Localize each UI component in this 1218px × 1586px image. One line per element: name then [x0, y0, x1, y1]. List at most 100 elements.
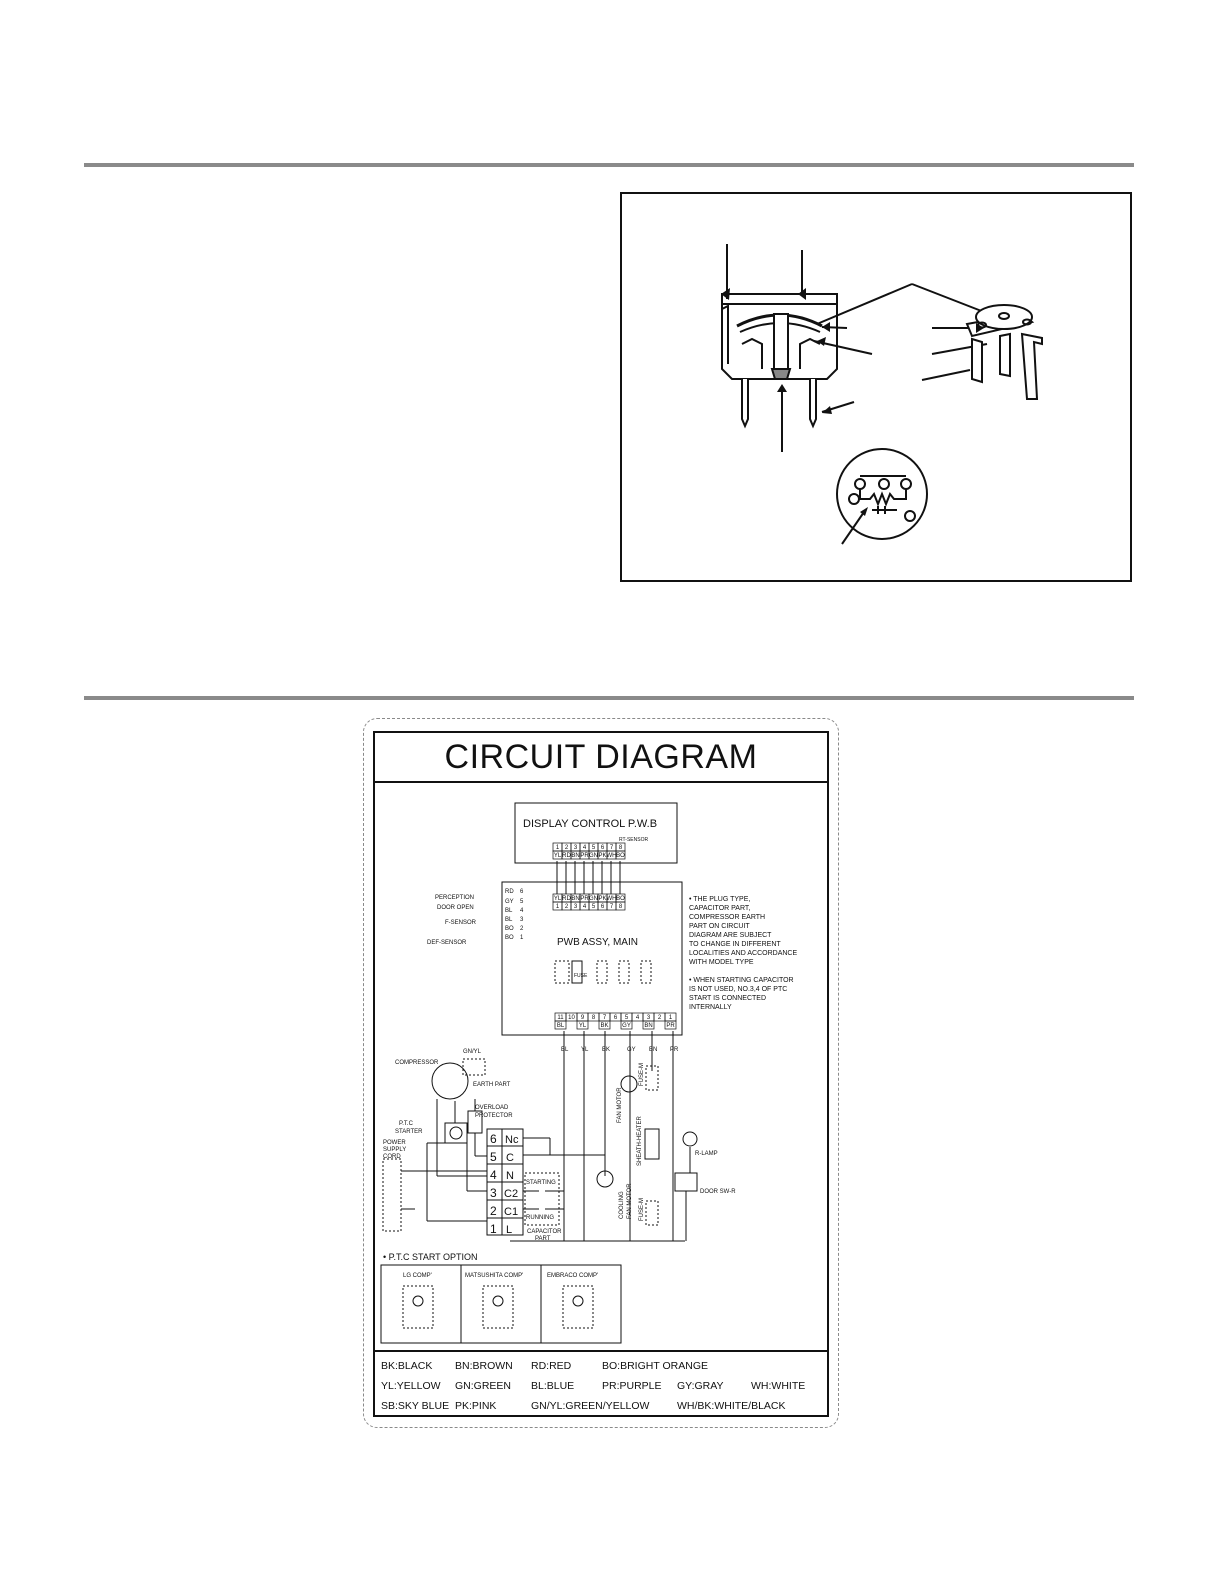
out-color-0-cell [554, 1020, 567, 1030]
fuse-m-label-top: FUSE-M [639, 1063, 645, 1086]
fuse-m-label-bottom: FUSE-M [639, 1198, 645, 1221]
ptc-starter-figure [620, 192, 1132, 582]
display-color-1: RD [562, 853, 571, 859]
terminal-num-5: 5 [490, 1150, 497, 1164]
out-pin-1: 1 [669, 1015, 673, 1021]
display-pin-3: 3 [574, 845, 578, 851]
sensor-pin-3: 3 [520, 917, 524, 923]
main-color-3: PR [580, 896, 589, 902]
sensor-pin-0: 6 [520, 889, 524, 895]
out-pin-9: 9 [581, 1015, 585, 1021]
display-color-4: GN [589, 853, 598, 859]
sensor-pin-2: 4 [520, 908, 524, 914]
terminal-letter-n: N [506, 1170, 514, 1182]
legend-bn: BN:BROWN [455, 1360, 513, 1372]
legend-whbk: WH/BK:WHITE/BLACK [677, 1400, 786, 1412]
power-cord-label-2: SUPPLY [383, 1147, 406, 1153]
ptc-option-matsushita: MATSUSHITA COMP' [465, 1273, 523, 1279]
sensor-color-5: BO [505, 935, 514, 941]
note-line-8: WITH MODEL TYPE [689, 959, 754, 966]
note-line-13: INTERNALLY [689, 1004, 732, 1011]
main-color-5: PK [598, 896, 606, 902]
terminal-letter-c2: C2 [504, 1188, 518, 1200]
legend-yl: YL:YELLOW [381, 1380, 441, 1392]
cooling-fan-label-1: COOLING [619, 1191, 625, 1219]
terminal-num-6: 6 [490, 1132, 497, 1146]
out-pin-6: 6 [614, 1015, 618, 1021]
ptc-starter-drawing [721, 244, 1043, 545]
legend-wh: WH:WHITE [751, 1380, 806, 1392]
display-pin-8: 8 [619, 845, 623, 851]
circuit-text: DISPLAY CONTROL P.W.B RT-SENSOR PWB ASSY… [383, 818, 797, 1279]
sensor-f-sensor: F-SENSOR [445, 920, 477, 926]
out-color-1: YL [579, 1023, 587, 1029]
power-cord-label-1: POWER [383, 1140, 406, 1146]
note-line-2: CAPACITOR PART, [689, 905, 750, 912]
main-pin-5: 5 [592, 904, 596, 910]
out-color-1-cell [576, 1020, 589, 1030]
out-color-4: BN [644, 1023, 652, 1029]
wire-label-pr: PR [670, 1047, 679, 1053]
legend-pk: PK:PINK [455, 1400, 497, 1412]
display-color-2: BN [571, 853, 579, 859]
display-color-7-cell [615, 850, 626, 860]
main-pin-4: 4 [583, 904, 587, 910]
sensor-door-open: DOOR OPEN [437, 905, 474, 911]
ptc-option-embraco: EMBRACO COMP' [547, 1273, 598, 1279]
terminal-num-4: 4 [490, 1168, 497, 1182]
section-rule-bottom [84, 696, 1134, 700]
out-pin-8: 8 [592, 1015, 596, 1021]
sensor-pin-4: 2 [520, 926, 524, 932]
out-color-2-cell [598, 1020, 611, 1030]
main-pwb-label: PWB ASSY, MAIN [557, 937, 638, 948]
main-pin-8: 8 [619, 904, 623, 910]
note-line-10: • WHEN STARTING CAPACITOR [689, 977, 794, 984]
gnyl-label: GN/YL [463, 1049, 482, 1055]
display-pin-4: 4 [583, 845, 587, 851]
terminal-num-2: 2 [490, 1204, 497, 1218]
sensor-color-1: GY [505, 899, 514, 905]
earth-part-label: EARTH PART [473, 1082, 511, 1088]
legend-gn: GN:GREEN [455, 1380, 512, 1392]
door-sw-label: DOOR SW-R [700, 1189, 736, 1195]
power-cord-label-3: CORD [383, 1154, 401, 1160]
out-color-3: GY [622, 1023, 631, 1029]
starting-label: STARTING [526, 1180, 556, 1186]
out-color-2: BK [600, 1023, 608, 1029]
ptc-starter-label-1: P.T.C [399, 1121, 414, 1127]
color-legend: BK:BLACK BN:BROWN RD:RED BO:BRIGHT ORANG… [375, 1350, 827, 1417]
wire-label-bl: BL [561, 1047, 569, 1053]
sensor-def-sensor: DEF-SENSOR [427, 940, 467, 946]
note-line-11: IS NOT USED, NO.3,4 OF PTC [689, 986, 787, 993]
ptc-option-title: • P.T.C START OPTION [383, 1252, 478, 1262]
out-color-5-cell [664, 1020, 677, 1030]
vertical-labels: FAN MOTOR COOLING FAN MOTOR SHEATH-HEATE… [617, 1063, 645, 1221]
legend-bk: BK:BLACK [381, 1360, 433, 1372]
main-color-1: RD [562, 896, 571, 902]
main-color-0: YL [554, 896, 562, 902]
note-line-12: START IS CONNECTED [689, 995, 766, 1002]
out-color-4-cell [642, 1020, 655, 1030]
main-color-2: BN [571, 896, 579, 902]
circuit-diagram-panel: CIRCUIT DIAGRAM [373, 731, 829, 1417]
display-pin-7: 7 [610, 845, 614, 851]
note-line-1: • THE PLUG TYPE, [689, 896, 750, 903]
running-label: RUNNING [526, 1215, 554, 1221]
main-color-4: GN [589, 896, 598, 902]
terminal-letter-nc: Nc [505, 1134, 519, 1146]
sheath-heater-label: SHEATH-HEATER [637, 1116, 643, 1166]
out-color-3-cell [620, 1020, 633, 1030]
legend-bl: BL:BLUE [531, 1380, 575, 1392]
main-pin-3: 3 [574, 904, 578, 910]
circuit-diagram-title: CIRCUIT DIAGRAM [375, 733, 827, 783]
wire-label-gy: GY [627, 1047, 636, 1053]
main-color-6: WH [607, 896, 617, 902]
legend-rd: RD:RED [531, 1360, 572, 1372]
capacitor-label-1: CAPACITOR [527, 1229, 562, 1235]
ptc-starter-label-2: STARTER [395, 1129, 423, 1135]
out-pin-2: 2 [658, 1015, 662, 1021]
note-line-4: PART ON CIRCUIT [689, 923, 750, 930]
compressor-label: COMPRESSOR [395, 1060, 439, 1066]
terminal-num-1: 1 [490, 1222, 497, 1236]
